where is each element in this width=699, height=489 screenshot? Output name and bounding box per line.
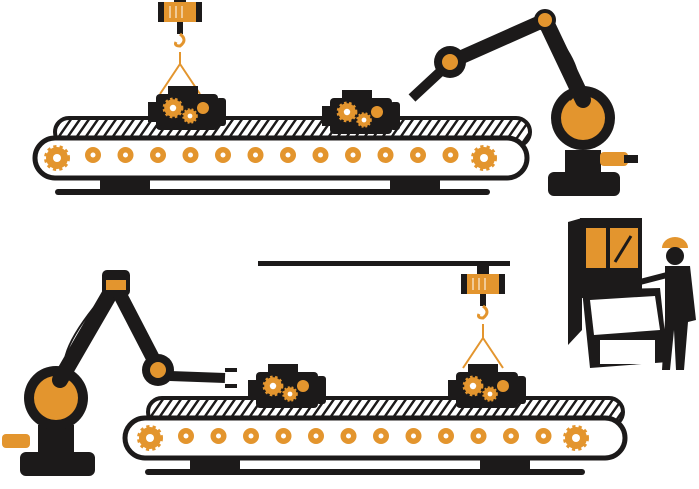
control-panel <box>568 218 668 368</box>
roller-hub <box>183 433 189 439</box>
roller-hub <box>281 433 286 439</box>
roller-hub <box>411 433 416 439</box>
roller-hub <box>90 152 96 158</box>
roller-hub <box>220 152 226 158</box>
roller-hub <box>350 152 356 158</box>
engine-block <box>322 90 400 134</box>
top-hoist <box>156 0 204 95</box>
conveyor-gear-icon <box>44 145 70 171</box>
roller-hub <box>285 152 291 158</box>
roller-hub <box>415 152 421 158</box>
roller-hub <box>476 433 481 439</box>
panel-buttons <box>586 228 606 268</box>
worker <box>637 237 696 370</box>
roller-hub <box>383 152 388 158</box>
engine-block <box>448 364 526 408</box>
roller-hub <box>378 433 384 439</box>
roller-hub <box>346 433 351 439</box>
roller-hub <box>313 433 319 439</box>
roller-row <box>85 147 459 163</box>
roller-hub <box>123 152 128 158</box>
top-robot-arm <box>408 9 638 196</box>
roller-hub <box>248 433 254 439</box>
roller-hub <box>508 433 514 439</box>
top-conveyor <box>32 116 532 195</box>
bottom-conveyor <box>122 396 628 475</box>
roller-row <box>178 428 552 444</box>
roller-hub <box>448 152 453 158</box>
roller-hub <box>188 152 193 158</box>
roller-hub <box>155 152 161 158</box>
overhead-rail <box>258 261 510 266</box>
roller-hub <box>541 433 546 439</box>
bottom-hoist <box>459 264 507 369</box>
roller-hub <box>253 152 258 158</box>
keyboard <box>590 296 660 335</box>
roller-hub <box>216 433 221 439</box>
bottom-robot-arm <box>2 270 237 476</box>
conveyor-gear-icon <box>471 145 497 171</box>
engine-block <box>248 364 326 408</box>
conveyor-gear-icon <box>137 425 163 451</box>
roller-hub <box>318 152 323 158</box>
engine-block <box>148 86 226 130</box>
roller-hub <box>443 433 449 439</box>
hardhat-icon <box>662 237 688 248</box>
conveyor-gear-icon <box>563 425 589 451</box>
